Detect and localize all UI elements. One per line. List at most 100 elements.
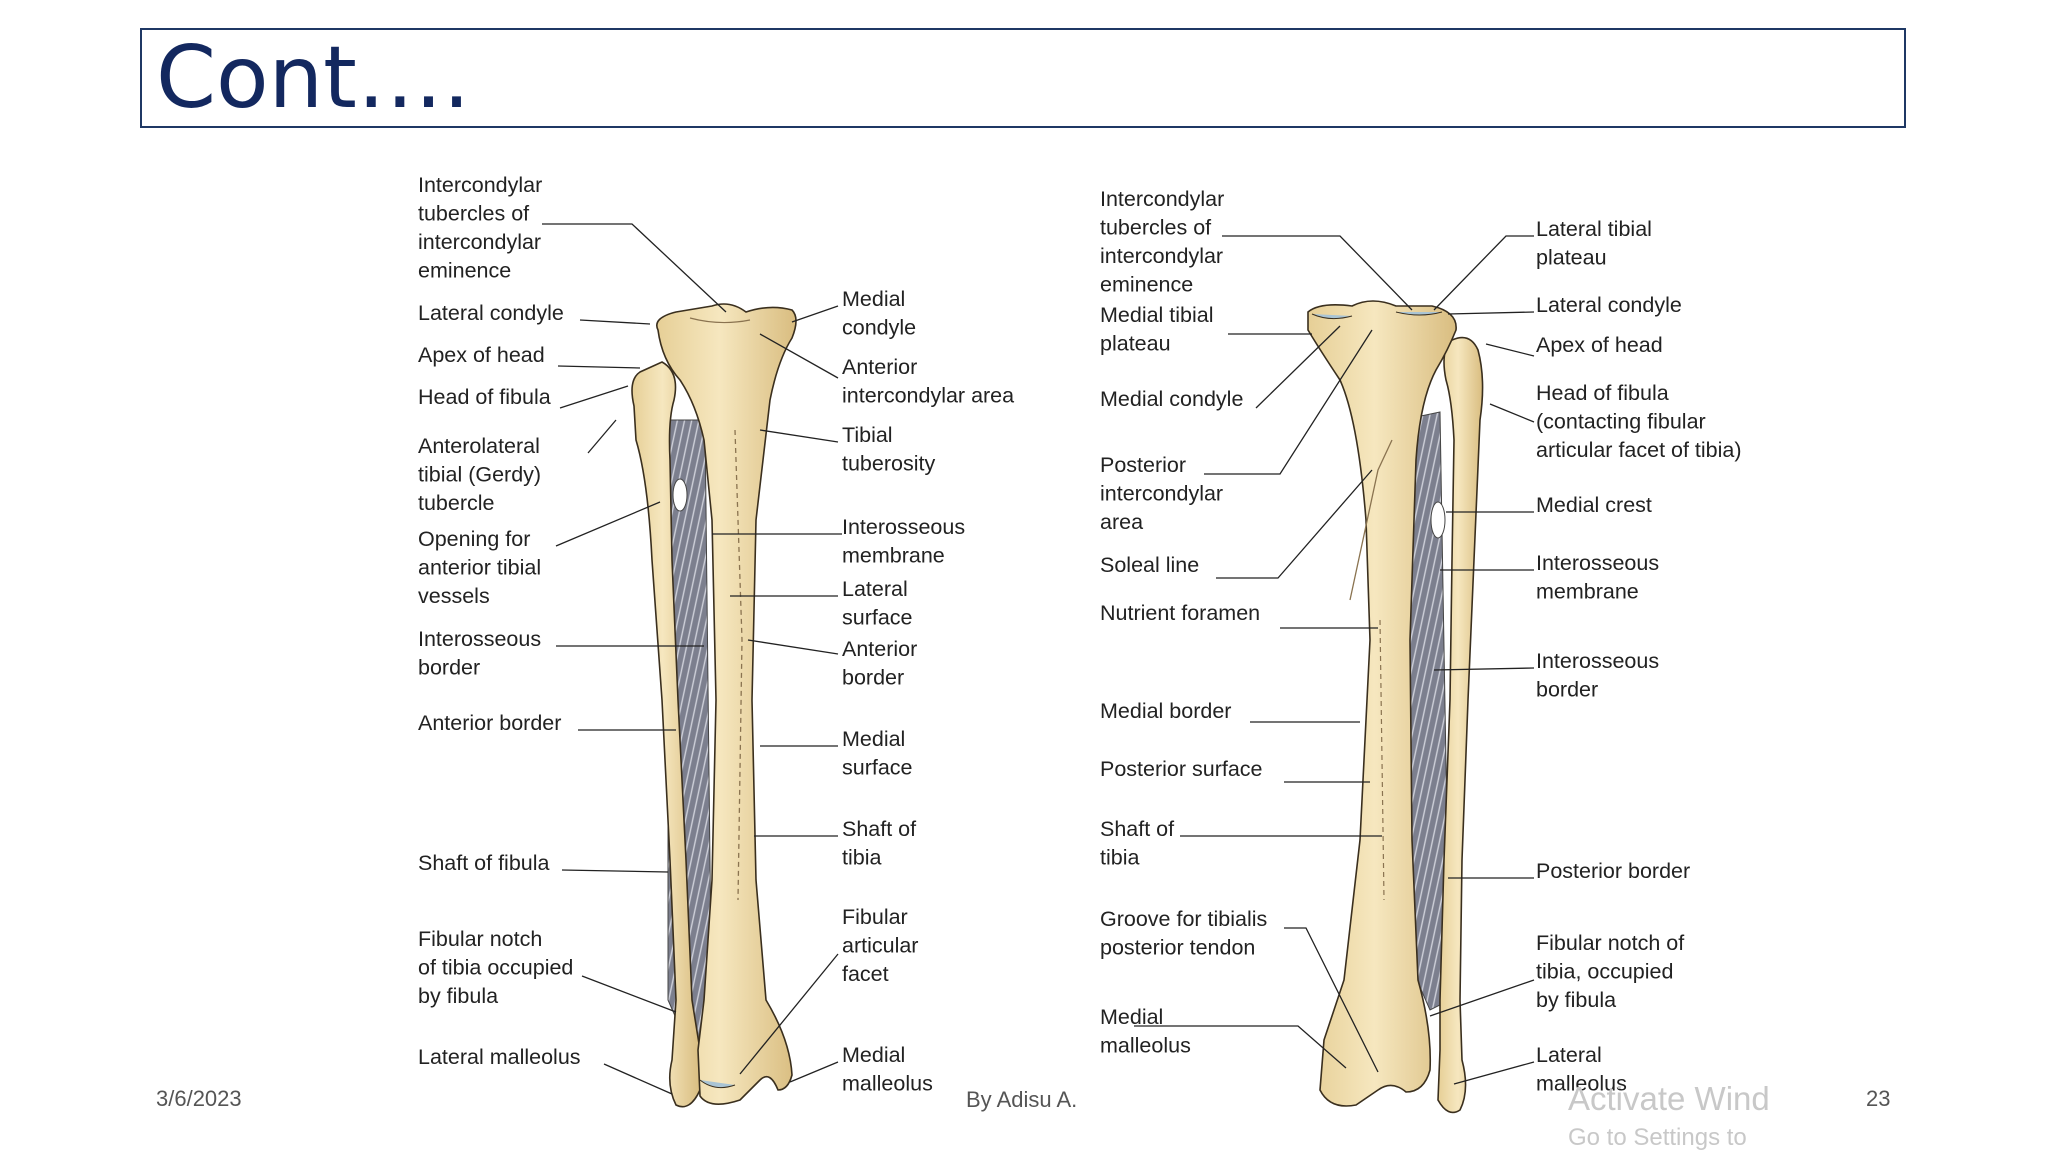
anatomy-label: Medial border (1100, 699, 1231, 723)
anatomy-label: Lateral condyle (418, 301, 564, 325)
anatomy-label: posterior tendon (1100, 936, 1255, 960)
anatomy-label: Shaft of (1100, 817, 1174, 841)
leader-line (1453, 1061, 1535, 1085)
anatomy-label: intercondylar (418, 230, 541, 254)
leader-line (789, 1061, 839, 1083)
anatomy-label: border (418, 656, 480, 680)
leader-line (1255, 325, 1341, 409)
anatomy-label: intercondylar (1100, 244, 1223, 268)
activation-watermark-line1: Activate Wind (1568, 1080, 1770, 1117)
anatomy-label: Apex of head (418, 343, 545, 367)
anatomy-label: Interosseous (842, 515, 965, 539)
leader-line (1489, 403, 1535, 423)
anatomy-label: Nutrient foramen (1100, 601, 1260, 625)
anatomy-label: tibial (Gerdy) (418, 463, 541, 487)
slide-date: 3/6/2023 (156, 1086, 242, 1111)
anatomy-label: Anterior (842, 637, 917, 661)
anatomy-label: articular facet of tibia) (1536, 438, 1742, 462)
anatomy-label: Head of fibula (418, 385, 551, 409)
anatomy-label: tuberosity (842, 452, 935, 476)
anterior-view-bones (631, 303, 797, 1108)
anatomy-label: Apex of head (1536, 333, 1663, 357)
anatomy-label: Shaft of fibula (418, 851, 550, 875)
leader-line (1216, 469, 1373, 579)
anatomy-label: Intercondylar (418, 173, 542, 197)
slide-title: Cont…. (156, 28, 471, 128)
anatomy-label: surface (842, 756, 913, 780)
tibia-anterior (656, 303, 797, 1105)
leader-line (555, 501, 661, 547)
anatomy-label: intercondylar area (842, 384, 1014, 408)
anatomy-label: articular (842, 934, 918, 958)
anatomy-label: tibia, occupied (1536, 960, 1673, 984)
leader-line (579, 319, 651, 325)
anatomy-label: facet (842, 962, 889, 986)
anatomy-label: Lateral malleolus (418, 1045, 581, 1069)
anatomy-label: Lateral condyle (1536, 293, 1682, 317)
anatomy-label: membrane (1536, 580, 1639, 604)
anatomy-label: area (1100, 510, 1143, 534)
fibula-posterior (1437, 336, 1484, 1114)
leader-line (561, 869, 669, 873)
anatomy-label: Head of fibula (1536, 381, 1669, 405)
figure-leader-lines (542, 223, 1535, 1095)
leader-line (581, 975, 677, 1013)
posterior-view-bones (1307, 300, 1484, 1114)
anatomy-label: Interosseous (1536, 649, 1659, 673)
anatomy-label: tubercle (418, 491, 495, 515)
anatomy-label: anterior tibial (418, 556, 541, 580)
anatomy-label: malleolus (842, 1072, 933, 1096)
leader-line (739, 953, 839, 1075)
anatomy-label: border (1536, 678, 1598, 702)
leader-line (759, 333, 839, 379)
activation-watermark-line2: Go to Settings to (1568, 1124, 1747, 1151)
anatomy-label: Shaft of (842, 817, 916, 841)
anatomy-label: Anterior (842, 355, 917, 379)
anatomy-label: Interosseous (418, 627, 541, 651)
anatomy-label: Lateral (842, 577, 908, 601)
anatomy-label: Lateral tibial (1536, 217, 1652, 241)
anatomy-label: Posterior (1100, 453, 1186, 477)
anatomy-label: by fibula (1536, 988, 1616, 1012)
anatomy-label: Fibular notch of (1536, 931, 1684, 955)
leader-line (557, 365, 641, 369)
leader-line (603, 1063, 673, 1095)
anatomy-label: Medial tibial (1100, 303, 1214, 327)
anatomy-label: of tibia occupied (418, 956, 573, 980)
anatomy-label: Posterior border (1536, 859, 1690, 883)
anatomy-label: tibia (842, 846, 881, 870)
leader-line (559, 385, 629, 409)
anatomy-label: surface (842, 606, 913, 630)
anatomy-label: Fibular (842, 905, 908, 929)
leader-line (791, 305, 839, 323)
leader-line (1447, 311, 1535, 315)
leader-line (759, 429, 839, 443)
leader-line (542, 223, 727, 313)
anatomy-label: tubercles of (1100, 216, 1211, 240)
anatomy-label: condyle (842, 316, 916, 340)
anatomy-label: Anterolateral (418, 434, 540, 458)
anatomy-label: Medial (842, 727, 905, 751)
anatomy-label: malleolus (1100, 1034, 1191, 1058)
anatomy-label: Intercondylar (1100, 187, 1224, 211)
anatomy-label: eminence (1100, 273, 1193, 297)
leader-line (1433, 235, 1534, 311)
anatomy-label: Medial (842, 287, 905, 311)
anatomy-label: eminence (418, 259, 511, 283)
anatomy-label: Tibial (842, 423, 893, 447)
title-box: Cont…. (140, 28, 1906, 128)
anatomy-label: tibia (1100, 846, 1139, 870)
anatomy-label: membrane (842, 544, 945, 568)
anatomy-label: Medial crest (1536, 493, 1652, 517)
anatomy-label: intercondylar (1100, 482, 1223, 506)
slide-author: By Adisu A. (966, 1087, 1078, 1112)
anatomy-label: Medial condyle (1100, 387, 1243, 411)
leader-line (747, 639, 839, 655)
anatomy-label: Lateral (1536, 1043, 1602, 1067)
anatomy-label: by fibula (418, 984, 498, 1008)
anatomy-label: Medial (842, 1043, 905, 1067)
leader-line (1222, 235, 1413, 311)
leader-line (1284, 927, 1379, 1073)
anatomy-label: Opening for (418, 527, 530, 551)
